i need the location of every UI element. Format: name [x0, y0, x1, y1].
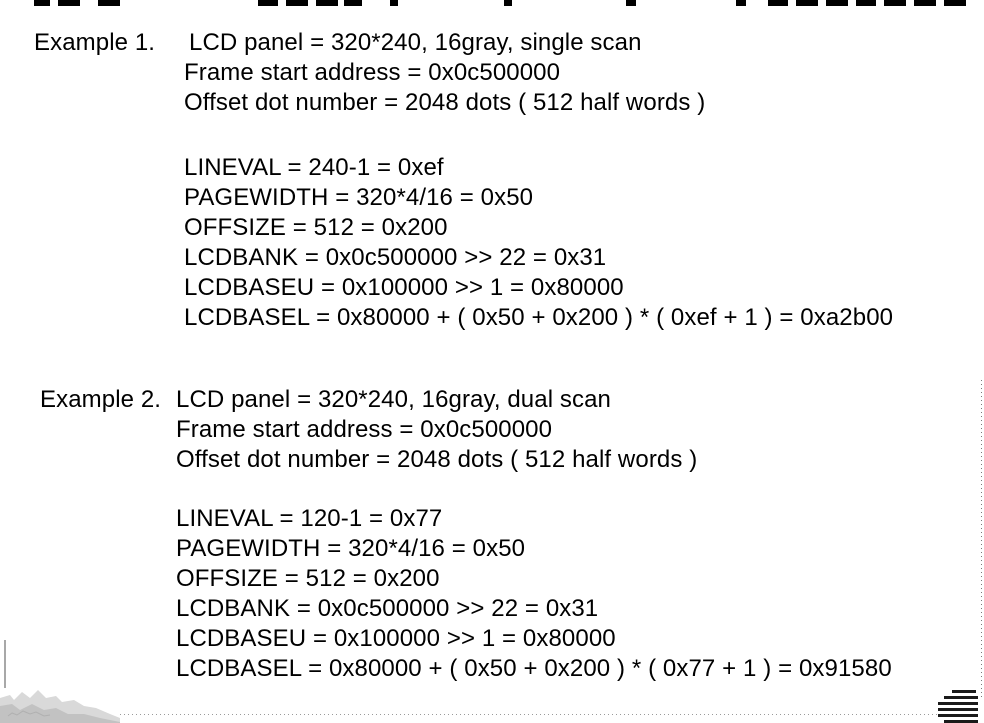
example-1-line: LCDBASEL = 0x80000 + ( 0x50 + 0x200 ) * … — [184, 304, 894, 331]
clipped-top-text — [0, 0, 984, 20]
example-2-line: OFFSIZE = 512 = 0x200 — [176, 565, 440, 592]
example-1-heading: Example 1. — [34, 29, 156, 56]
example-2-line: LINEVAL = 120-1 = 0x77 — [176, 505, 443, 532]
decorative-corner-image — [0, 640, 120, 723]
example-1-line: LCDBASEU = 0x100000 >> 1 = 0x80000 — [184, 274, 624, 301]
example-1-line: Frame start address = 0x0c500000 — [184, 59, 561, 86]
example-2-line: Frame start address = 0x0c500000 — [176, 416, 553, 443]
example-2-heading: Example 2. — [40, 386, 162, 413]
example-2-line: LCDBASEU = 0x100000 >> 1 = 0x80000 — [176, 625, 616, 652]
example-1-line: OFFSIZE = 512 = 0x200 — [184, 214, 448, 241]
example-2-line: LCD panel = 320*240, 16gray, dual scan — [176, 386, 611, 413]
example-2-line: LCDBANK = 0x0c500000 >> 22 = 0x31 — [176, 595, 599, 622]
example-2-line: PAGEWIDTH = 320*4/16 = 0x50 — [176, 535, 526, 562]
slide-border-right — [981, 380, 982, 700]
example-1-line: PAGEWIDTH = 320*4/16 = 0x50 — [184, 184, 534, 211]
example-2-line: Offset dot number = 2048 dots ( 512 half… — [176, 446, 698, 473]
ibm-logo-icon — [938, 690, 978, 723]
example-1-line: LCDBANK = 0x0c500000 >> 22 = 0x31 — [184, 244, 607, 271]
example-1-line: LINEVAL = 240-1 = 0xef — [184, 154, 444, 181]
example-2-line: LCDBASEL = 0x80000 + ( 0x50 + 0x200 ) * … — [176, 655, 892, 682]
example-1-line: LCD panel = 320*240, 16gray, single scan — [189, 29, 642, 56]
example-1-line: Offset dot number = 2048 dots ( 512 half… — [184, 89, 706, 116]
slide-border-bottom — [0, 714, 940, 715]
